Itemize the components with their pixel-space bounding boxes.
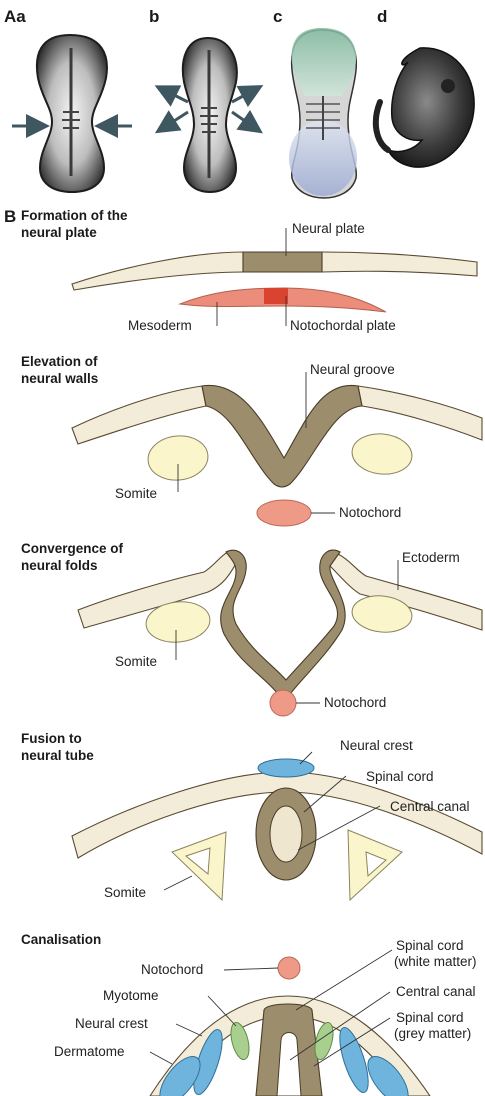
neural-folds-shape	[221, 550, 346, 697]
panel-b: B Formation of the neural plate Neural p…	[4, 207, 482, 1096]
neural-crest-label-stage4: Neural crest	[340, 738, 413, 753]
notochord-label-stage2: Notochord	[339, 505, 401, 520]
myotome-label: Myotome	[103, 988, 159, 1003]
stage-canalisation: Canalisation Notochord Myotome Neural cr…	[21, 932, 477, 1096]
stage2-title-line1: Elevation of	[21, 354, 98, 369]
stage1-title-line2: neural plate	[21, 225, 97, 240]
somite-label-stage2: Somite	[115, 486, 157, 501]
neural-groove-label: Neural groove	[310, 362, 395, 377]
neural-crest-stage4	[258, 759, 314, 777]
myotome-right	[312, 1021, 337, 1062]
embryo-d-image	[376, 48, 474, 167]
embryo-aa-image	[12, 35, 132, 192]
embryo-b-image	[160, 38, 258, 192]
spinal-cord-grey-label-2: (grey matter)	[394, 1026, 471, 1041]
spinal-cord-grey-label-1: Spinal cord	[396, 1010, 464, 1025]
notochord-label-stage3: Notochord	[324, 695, 386, 710]
notochordal-plate-label: Notochordal plate	[290, 318, 396, 333]
central-canal-stage4	[270, 806, 302, 862]
arrow-up-right-icon	[232, 88, 258, 102]
arrow-down-left-icon	[160, 112, 188, 130]
panel-label-b-main: B	[4, 207, 16, 226]
notochordal-plate-shape	[264, 288, 288, 304]
somite-label-stage4: Somite	[104, 885, 146, 900]
spinal-cord-white-label-2: (white matter)	[394, 954, 477, 969]
ectoderm-left	[72, 386, 206, 444]
stage2-title-line2: neural walls	[21, 371, 98, 386]
panel-label-d: d	[377, 7, 387, 26]
notochord-stage5	[278, 957, 300, 979]
somite-label-stage3: Somite	[115, 654, 157, 669]
stage-convergence: Convergence of neural folds Ectoderm Som…	[21, 541, 482, 716]
panel-label-b: b	[149, 7, 159, 26]
stage1-title-line1: Formation of the	[21, 208, 128, 223]
mesoderm-label: Mesoderm	[128, 318, 192, 333]
central-canal-label-stage5: Central canal	[396, 984, 476, 999]
notochord-label-stage5: Notochord	[141, 962, 203, 977]
neural-crest-label-stage5: Neural crest	[75, 1016, 148, 1031]
ectoderm-label: Ectoderm	[402, 550, 460, 565]
panel-label-c: c	[273, 7, 282, 26]
dermatome-label: Dermatome	[54, 1044, 125, 1059]
embryo-c-image	[289, 28, 357, 198]
stage-fusion: Fusion to neural tube Neural crest Spina…	[21, 731, 482, 900]
stage3-title-line1: Convergence of	[21, 541, 124, 556]
neural-plate-label: Neural plate	[292, 221, 365, 236]
stage-neural-plate: Formation of the neural plate Neural pla…	[21, 208, 477, 333]
spinal-cord-label-stage4: Spinal cord	[366, 769, 434, 784]
stage5-title: Canalisation	[21, 932, 101, 947]
ectoderm-right	[358, 386, 482, 440]
central-canal-stage5	[277, 1033, 301, 1096]
arrow-up-left-icon	[160, 88, 188, 102]
panel-label-aa: Aa	[4, 7, 26, 26]
panel-a: Aa b c d	[4, 7, 474, 198]
notochord-stage3	[270, 690, 296, 716]
arrow-down-right-icon	[232, 112, 258, 130]
stage-elevation: Elevation of neural walls Neural groove …	[21, 354, 482, 526]
notochord-shape	[257, 500, 311, 526]
neural-plate-shape	[243, 252, 322, 272]
stage3-title-line2: neural folds	[21, 558, 98, 573]
spinal-cord-white-label-1: Spinal cord	[396, 938, 464, 953]
stage4-title-line2: neural tube	[21, 748, 94, 763]
central-canal-label-stage4: Central canal	[390, 799, 470, 814]
neural-groove-shape	[202, 385, 362, 487]
myotome-left	[228, 1021, 253, 1062]
somite-right	[350, 431, 414, 477]
stage4-title-line1: Fusion to	[21, 731, 82, 746]
